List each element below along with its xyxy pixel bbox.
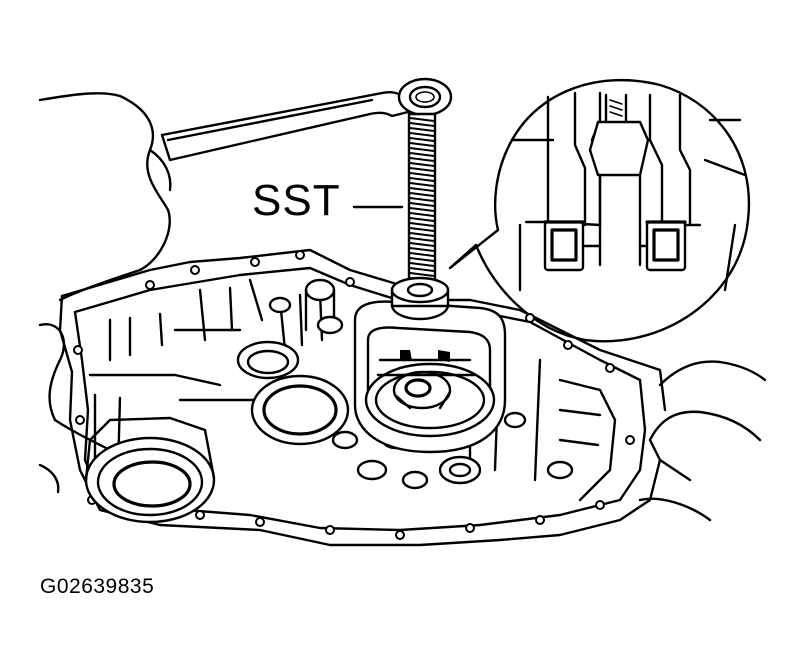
bolt-hole: [535, 515, 545, 525]
screw-thread: [409, 192, 435, 197]
bolt-hole: [465, 523, 475, 533]
screw-thread: [409, 212, 435, 217]
bolt-hole: [73, 345, 83, 355]
puller-cup: [353, 276, 507, 454]
screw-thread: [409, 162, 435, 167]
screw-thread: [409, 132, 435, 137]
sst-callout-label: SST: [252, 176, 341, 225]
screw-thread: [409, 252, 435, 257]
screw-thread: [409, 197, 435, 202]
screw-thread: [409, 227, 435, 232]
bolt-hole: [625, 435, 635, 445]
screw-thread: [409, 187, 435, 192]
left-hand-outline: [38, 92, 172, 494]
bolt-hole: [145, 280, 155, 290]
bolt-hole: [605, 363, 615, 373]
bolt-hole: [325, 525, 335, 535]
screw-thread: [409, 267, 435, 272]
screw-thread: [409, 217, 435, 222]
screw-thread: [409, 207, 435, 212]
screw-thread: [409, 222, 435, 227]
bolt-holes: [73, 250, 635, 540]
figure-id: G02639835: [40, 575, 155, 598]
right-hand-outline: [638, 360, 767, 522]
screw-thread: [409, 122, 435, 127]
bolt-hole: [250, 257, 260, 267]
bolt-hole: [395, 530, 405, 540]
screw-thread: [409, 272, 435, 277]
screw-thread: [409, 142, 435, 147]
screw-thread: [409, 202, 435, 207]
bolt-hole: [255, 517, 265, 527]
screw-thread: [409, 117, 435, 122]
screw-thread: [409, 137, 435, 142]
screw-thread: [409, 242, 435, 247]
screw-thread: [409, 262, 435, 267]
screw-thread: [409, 237, 435, 242]
screw-thread: [409, 167, 435, 172]
bolt-hole: [563, 340, 573, 350]
bolt-hole: [190, 265, 200, 275]
bolt-hole: [525, 313, 535, 323]
screw-thread: [409, 147, 435, 152]
screw-thread: [409, 152, 435, 157]
bolt-hole: [345, 277, 355, 287]
screw-thread: [409, 232, 435, 237]
screw-thread: [409, 157, 435, 162]
wrench: [160, 77, 453, 162]
bolt-hole: [295, 250, 305, 260]
screw-thread: [409, 127, 435, 132]
screw-thread: [409, 247, 435, 252]
bolt-hole: [595, 500, 605, 510]
screw-thread: [409, 172, 435, 177]
left-bore: [84, 416, 216, 524]
screw-thread: [409, 177, 435, 182]
bolt-hole: [195, 510, 205, 520]
detail-magnifier: [448, 78, 751, 343]
threaded-screw: [407, 112, 437, 306]
bolt-hole: [75, 415, 85, 425]
screw-thread: [409, 182, 435, 187]
middle-bore: [236, 340, 350, 446]
screw-thread: [409, 257, 435, 262]
